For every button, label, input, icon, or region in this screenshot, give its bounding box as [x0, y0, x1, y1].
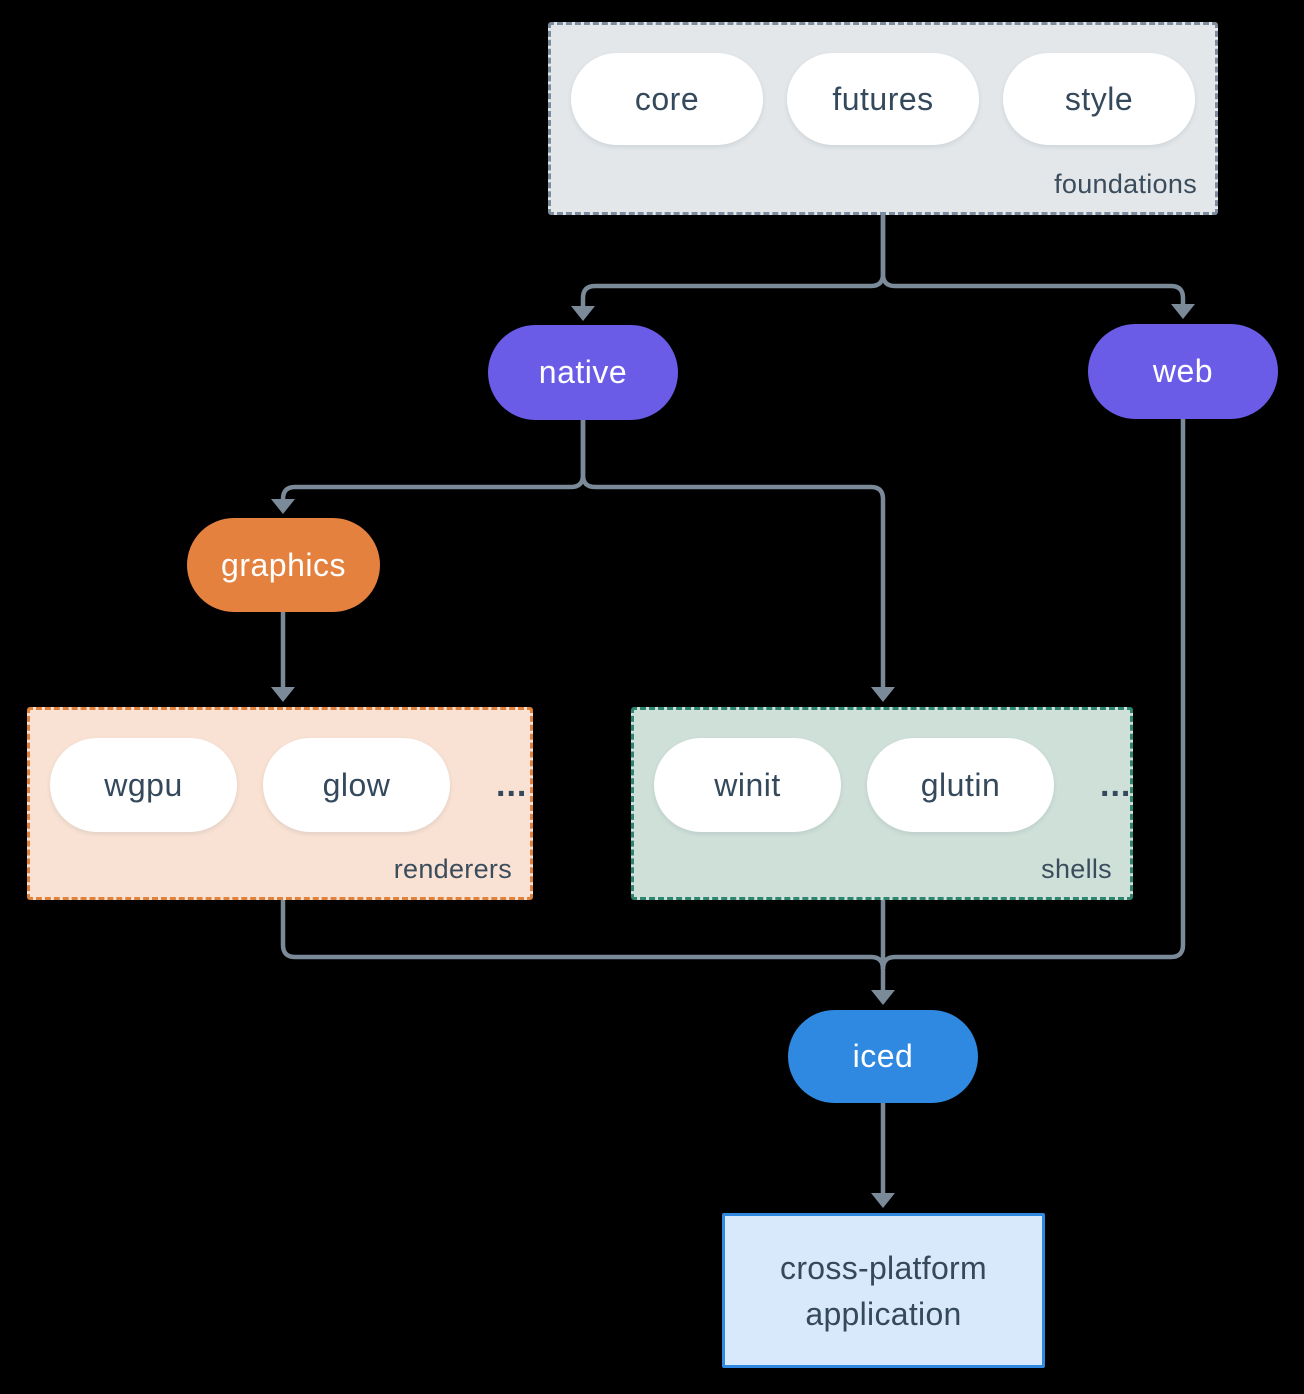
arrowhead-application: [871, 1193, 895, 1208]
arrowhead-web: [1171, 304, 1195, 319]
node-glutin: glutin: [867, 738, 1054, 832]
node-native: native: [488, 325, 678, 420]
connector-foundations-web: [880, 215, 1186, 305]
arrowhead-native: [571, 306, 595, 321]
node-application: cross-platform application: [722, 1213, 1045, 1368]
arrowhead-shells: [871, 687, 895, 702]
application-label-line2: application: [805, 1295, 962, 1332]
node-winit: winit: [654, 738, 841, 832]
renderers-pill-row: wgpu glow ...: [50, 738, 527, 832]
connector-native-graphics: [280, 420, 586, 500]
renderers-ellipsis: ...: [496, 765, 528, 804]
node-iced: iced: [788, 1010, 978, 1103]
connector-renderers-iced: [280, 900, 886, 970]
node-style: style: [1003, 53, 1195, 145]
node-glow: glow: [263, 738, 450, 832]
foundations-label: foundations: [1054, 169, 1197, 199]
group-renderers: wgpu glow ... renderers: [27, 707, 533, 900]
arrowhead-iced: [871, 990, 895, 1005]
node-futures: futures: [787, 53, 979, 145]
shells-label: shells: [1041, 854, 1112, 884]
arrowhead-graphics: [271, 499, 295, 514]
group-foundations: core futures style foundations: [548, 22, 1218, 215]
application-label-line1: cross-platform: [780, 1249, 987, 1286]
node-web: web: [1088, 324, 1278, 419]
arrowhead-renderers: [271, 687, 295, 702]
connector-foundations-native: [580, 215, 886, 307]
renderers-label: renderers: [393, 854, 512, 884]
node-graphics: graphics: [187, 518, 380, 612]
connector-native-shells: [580, 420, 886, 688]
node-core: core: [571, 53, 763, 145]
shells-ellipsis: ...: [1100, 765, 1132, 804]
group-shells: winit glutin ... shells: [631, 707, 1133, 900]
node-wgpu: wgpu: [50, 738, 237, 832]
shells-pill-row: winit glutin ...: [654, 738, 1131, 832]
foundations-pill-row: core futures style: [571, 53, 1195, 145]
